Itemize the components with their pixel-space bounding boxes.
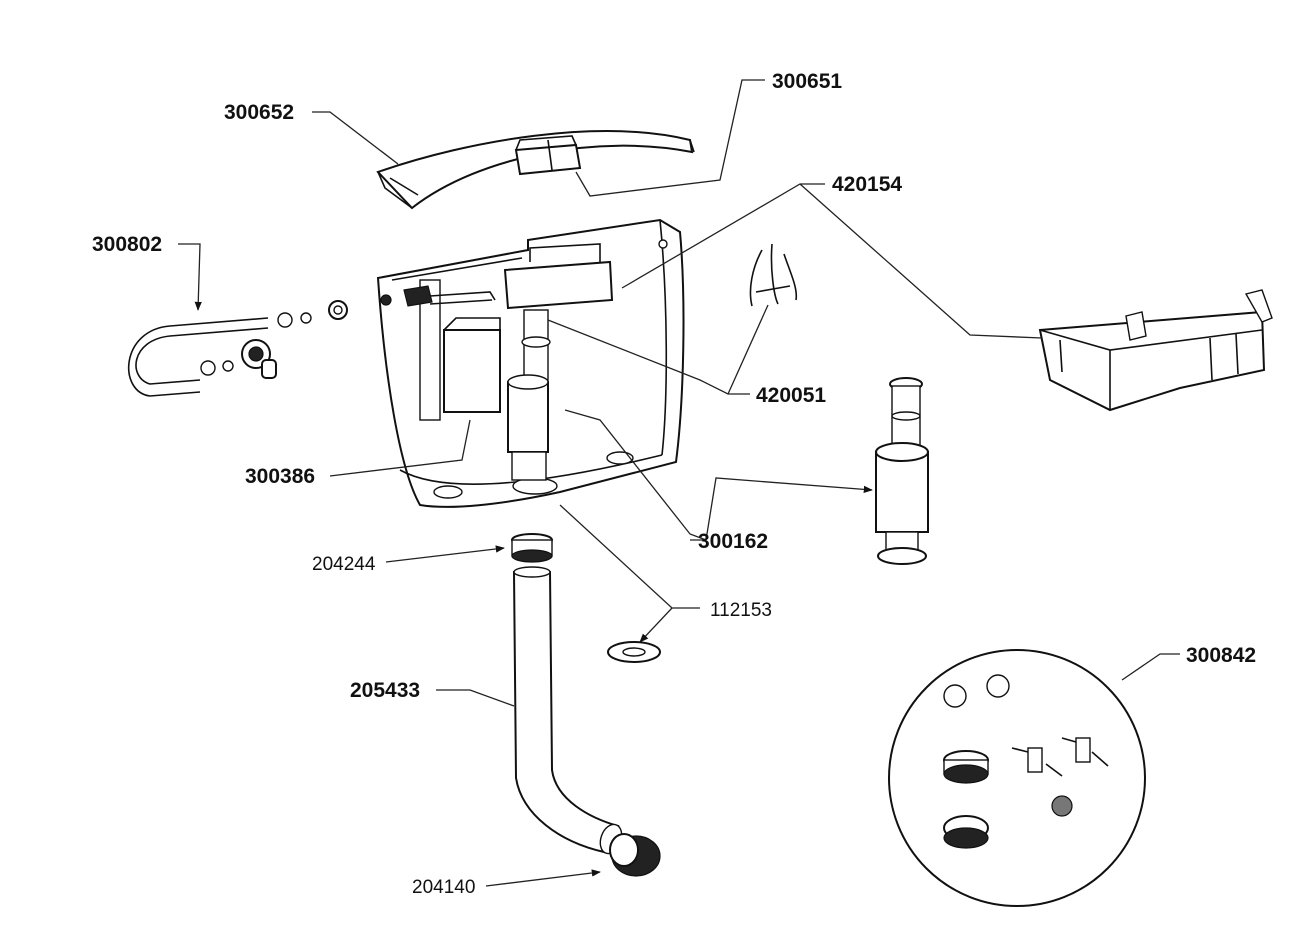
small-parts-kit [888,649,1146,907]
label-300162: 300162 [698,530,768,553]
overflow-connection [127,300,348,397]
leader-lines [178,79,1180,887]
label-204244: 204244 [312,554,376,575]
flush-pipe [512,566,623,855]
label-420154: 420154 [832,173,902,196]
label-205433: 205433 [350,679,420,702]
clip-assembly [749,243,798,307]
fill-valve [403,279,501,421]
cistern-lid [376,130,695,210]
flush-valve [875,377,929,565]
label-300386: 300386 [245,465,315,488]
label-420051: 420051 [756,384,826,407]
washer [607,641,661,663]
label-300651: 300651 [772,70,842,93]
label-112153: 112153 [710,600,772,621]
label-300802: 300802 [92,233,162,256]
label-300842: 300842 [1186,644,1256,667]
pipe-connector [609,833,661,877]
flush-valve-installed [503,243,614,481]
push-button-housing [514,135,582,176]
seal-ring [511,533,553,563]
mounting-bracket [1038,289,1273,412]
label-300652: 300652 [224,101,294,124]
label-204140: 204140 [412,877,475,898]
